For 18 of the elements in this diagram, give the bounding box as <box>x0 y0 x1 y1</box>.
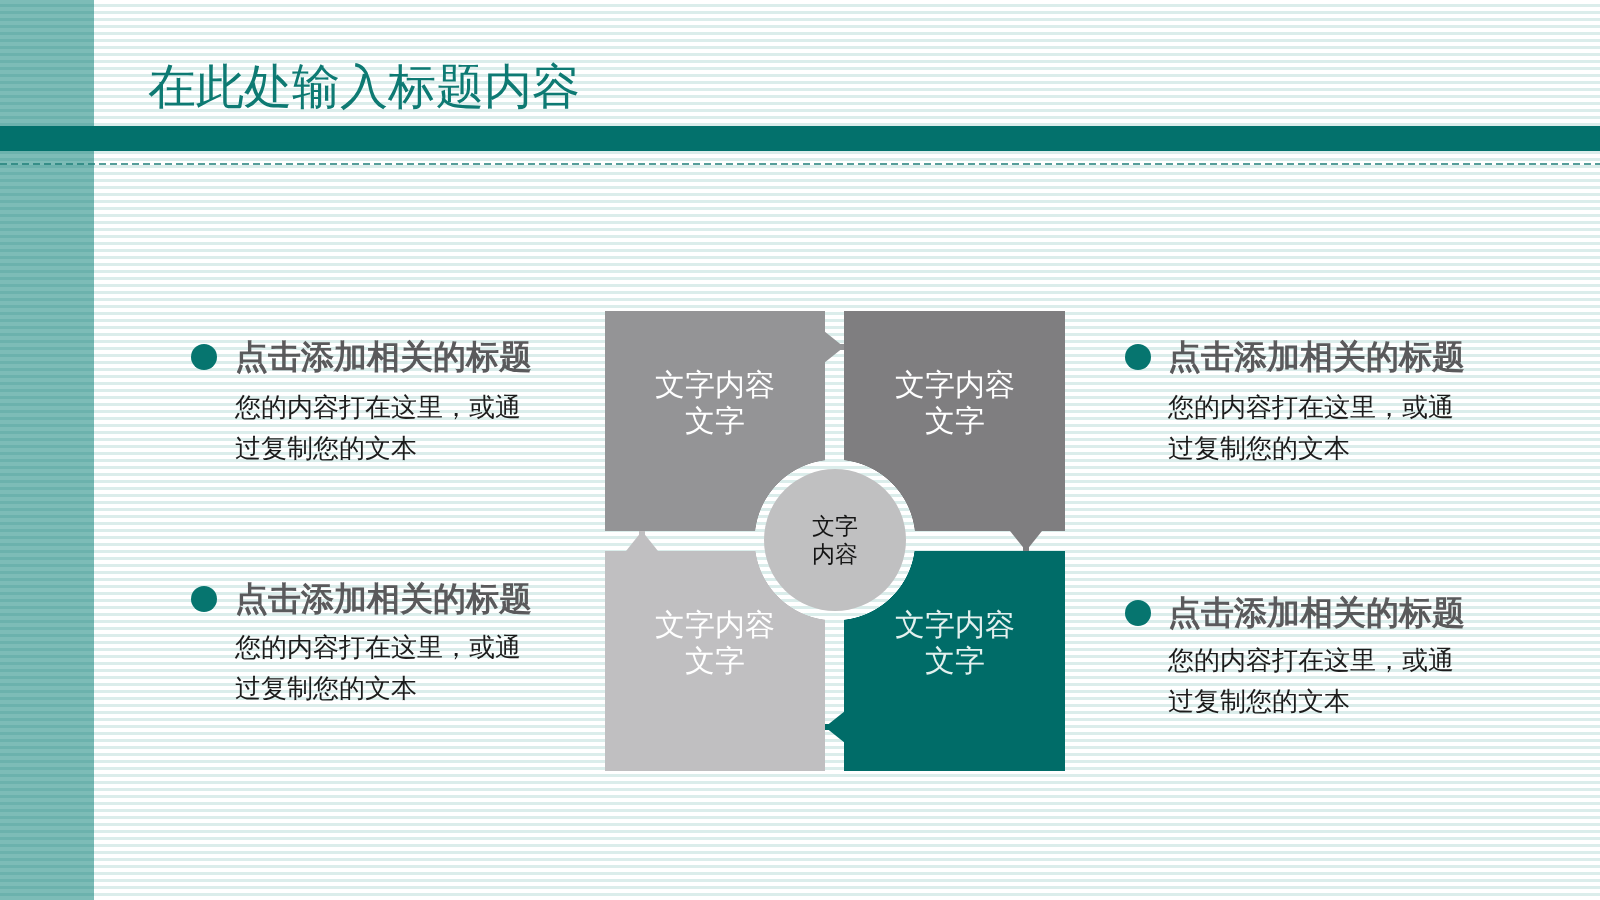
bullet-text: 您的内容打在这里，或通过复制您的文本 <box>235 391 522 465</box>
arrow <box>626 531 658 551</box>
slide-title: 在此处输入标题内容 <box>148 59 580 115</box>
bullet-text: 您的内容打在这里，或通过复制您的文本 <box>1168 391 1455 465</box>
tile-label: 文字内容文字 <box>654 607 776 679</box>
arrow <box>825 711 845 743</box>
circle-label: 文字内容 <box>811 512 859 568</box>
bullet-heading: 点击添加相关的标题 <box>235 579 532 619</box>
arrow <box>1010 531 1042 551</box>
tile-label: 文字内容文字 <box>893 367 1016 439</box>
bullet-heading: 点击添加相关的标题 <box>1168 593 1465 633</box>
tile-label: 文字内容文字 <box>893 607 1016 679</box>
arrow <box>824 331 844 363</box>
bullet-heading: 点击添加相关的标题 <box>1168 337 1465 377</box>
tile-label: 文字内容文字 <box>654 367 776 439</box>
bullet-heading: 点击添加相关的标题 <box>235 337 532 377</box>
bullet-text: 您的内容打在这里，或通过复制您的文本 <box>1168 644 1455 718</box>
bullet-text: 您的内容打在这里，或通过复制您的文本 <box>235 631 522 705</box>
